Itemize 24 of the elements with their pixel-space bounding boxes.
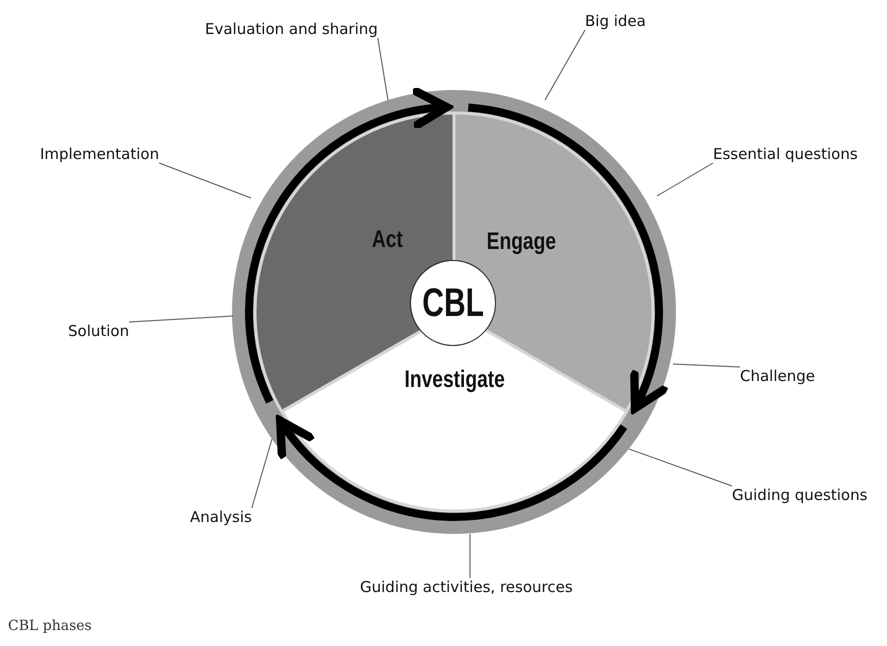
leader-line (377, 38, 388, 100)
leader-line (251, 438, 272, 508)
step-label: Guiding activities, resources (360, 578, 573, 596)
step-label: Analysis (190, 508, 252, 526)
cycle-arrow (468, 104, 667, 412)
step-label: Evaluation and sharing (205, 20, 378, 38)
step-label: Implementation (40, 145, 160, 163)
leader-line (656, 162, 714, 196)
step-label: Big idea (585, 12, 646, 30)
cycle-arrow (276, 416, 628, 521)
step-label: Guiding questions (732, 486, 868, 504)
caption: CBL phases (8, 618, 92, 634)
leader-line (128, 316, 234, 322)
leader-line (158, 162, 252, 198)
step-label: Challenge (740, 367, 815, 385)
leader-line (544, 30, 586, 100)
step-label: Essential questions (713, 145, 858, 163)
leader-line (628, 448, 732, 486)
step-label: Solution (68, 322, 130, 340)
phase-label: Act (372, 226, 403, 254)
leader-line (672, 364, 740, 368)
phase-label: Engage (486, 228, 556, 256)
phase-label: Investigate (404, 366, 505, 394)
cycle-arrow (245, 89, 451, 404)
